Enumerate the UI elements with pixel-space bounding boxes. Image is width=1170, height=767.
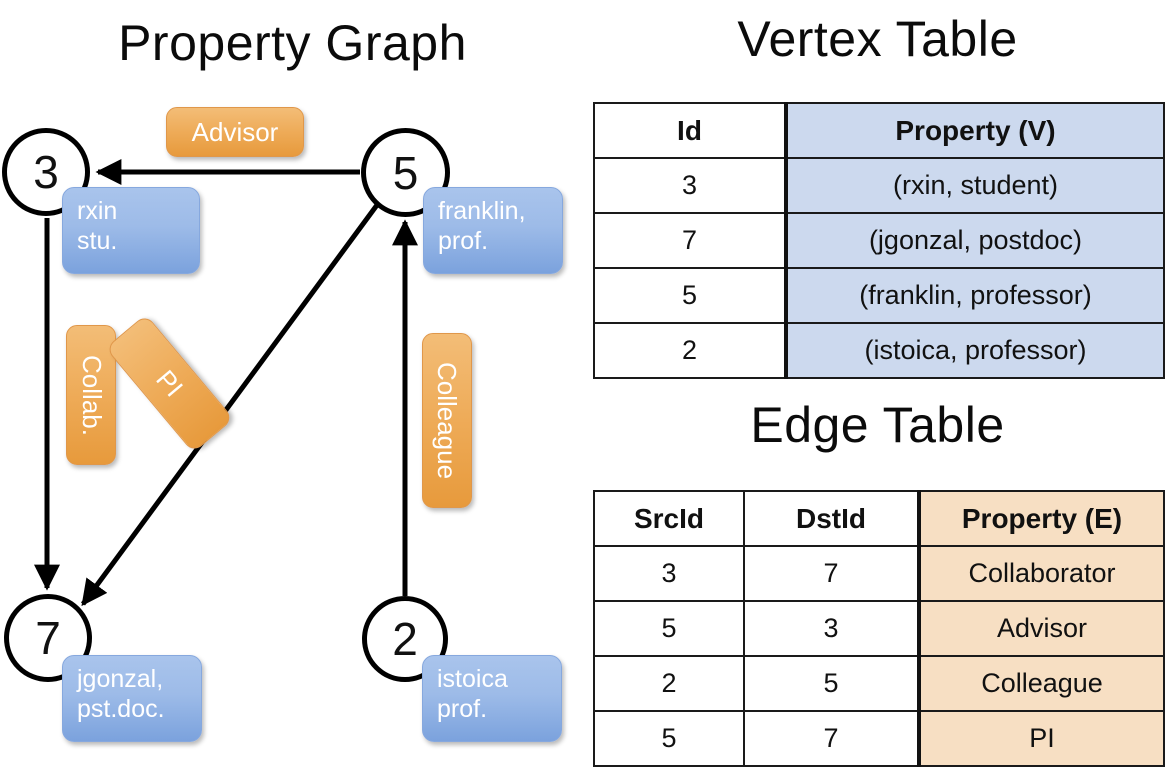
vertex-node-7-label: 7 bbox=[35, 612, 61, 664]
edge-table: SrcId DstId Property (E) 3 7 Collaborato… bbox=[593, 490, 1165, 767]
page-title-property-graph: Property Graph bbox=[118, 15, 467, 71]
edge-label-advisor-text: Advisor bbox=[191, 116, 279, 147]
vertex-node-5[interactable]: 5 bbox=[361, 128, 450, 217]
vertex-property-7-line1: jgonzal, bbox=[77, 665, 164, 693]
vertex-property-box-7[interactable]: jgonzal, pst.doc. bbox=[62, 655, 202, 742]
vertex-property-5-line2: prof. bbox=[438, 226, 489, 255]
vertex-row-3-property: (istoica, professor) bbox=[784, 322, 1165, 379]
vertex-table-header-id: Id bbox=[593, 102, 787, 159]
page-title-edge-table: Edge Table bbox=[750, 397, 1005, 453]
edge-label-collaborator[interactable]: Collab. bbox=[66, 325, 116, 465]
edge-row-2-dst: 5 bbox=[743, 655, 920, 712]
vertex-row-1-id: 7 bbox=[593, 212, 787, 269]
vertex-property-2-line2: prof. bbox=[437, 694, 488, 723]
vertex-property-2-line1: istoica bbox=[437, 665, 508, 693]
vertex-row-1-property: (jgonzal, postdoc) bbox=[784, 212, 1165, 269]
table-row[interactable]: 3 (rxin, student) bbox=[593, 157, 1165, 214]
vertex-property-box-2[interactable]: istoica prof. bbox=[422, 655, 562, 742]
edge-label-pi-text: PI bbox=[150, 364, 190, 403]
edge-row-0-src: 3 bbox=[593, 545, 745, 602]
edge-table-header-srcid: SrcId bbox=[593, 490, 745, 547]
edge-row-2-src: 2 bbox=[593, 655, 745, 712]
vertex-property-5-line1: franklin, bbox=[438, 197, 526, 225]
vertex-node-2-label: 2 bbox=[392, 613, 418, 665]
table-row[interactable]: 5 3 Advisor bbox=[593, 600, 1165, 657]
vertex-node-3-label: 3 bbox=[33, 146, 59, 198]
vertex-property-box-3[interactable]: rxin stu. bbox=[62, 187, 200, 274]
vertex-table-header-row: Id Property (V) bbox=[593, 102, 1165, 159]
vertex-property-7-line2: pst.doc. bbox=[77, 694, 165, 723]
vertex-property-box-5[interactable]: franklin, prof. bbox=[423, 187, 563, 274]
edge-row-1-dst: 3 bbox=[743, 600, 920, 657]
vertex-row-0-property: (rxin, student) bbox=[784, 157, 1165, 214]
table-row[interactable]: 2 5 Colleague bbox=[593, 655, 1165, 712]
table-row[interactable]: 2 (istoica, professor) bbox=[593, 322, 1165, 379]
edge-row-3-property: PI bbox=[917, 710, 1165, 767]
page-title-vertex-table: Vertex Table bbox=[737, 11, 1018, 67]
vertex-property-3-line2: stu. bbox=[77, 226, 118, 255]
edge-row-2-property: Colleague bbox=[917, 655, 1165, 712]
edge-label-colleague[interactable]: Colleague bbox=[422, 333, 472, 508]
edge-label-colleague-text: Colleague bbox=[432, 361, 463, 480]
edge-table-header-dstid: DstId bbox=[743, 490, 920, 547]
property-graph-diagram: 3 5 7 2 rxin stu. franklin, prof. jgonza… bbox=[0, 0, 585, 760]
vertex-node-2[interactable]: 2 bbox=[362, 596, 448, 682]
table-row[interactable]: 3 7 Collaborator bbox=[593, 545, 1165, 602]
table-row[interactable]: 7 (jgonzal, postdoc) bbox=[593, 212, 1165, 269]
edge-table-header-row: SrcId DstId Property (E) bbox=[593, 490, 1165, 547]
edge-row-3-src: 5 bbox=[593, 710, 745, 767]
table-row[interactable]: 5 7 PI bbox=[593, 710, 1165, 767]
vertex-row-2-id: 5 bbox=[593, 267, 787, 324]
vertex-row-0-id: 3 bbox=[593, 157, 787, 214]
edge-5-to-7 bbox=[80, 203, 380, 607]
edge-row-0-property: Collaborator bbox=[917, 545, 1165, 602]
vertex-table-header-property: Property (V) bbox=[784, 102, 1165, 159]
edge-table-header-property: Property (E) bbox=[917, 490, 1165, 547]
vertex-table: Id Property (V) 3 (rxin, student) 7 (jgo… bbox=[593, 102, 1165, 379]
vertex-node-5-label: 5 bbox=[392, 146, 419, 199]
graph-edges-svg bbox=[34, 159, 418, 607]
table-row[interactable]: 5 (franklin, professor) bbox=[593, 267, 1165, 324]
edge-row-0-dst: 7 bbox=[743, 545, 920, 602]
vertex-property-3-line1: rxin bbox=[77, 197, 118, 225]
edge-row-1-property: Advisor bbox=[917, 600, 1165, 657]
edge-row-1-src: 5 bbox=[593, 600, 745, 657]
vertex-row-3-id: 2 bbox=[593, 322, 787, 379]
edge-label-collaborator-text: Collab. bbox=[76, 354, 107, 436]
edge-label-advisor[interactable]: Advisor bbox=[166, 107, 304, 157]
vertex-row-2-property: (franklin, professor) bbox=[784, 267, 1165, 324]
edge-row-3-dst: 7 bbox=[743, 710, 920, 767]
